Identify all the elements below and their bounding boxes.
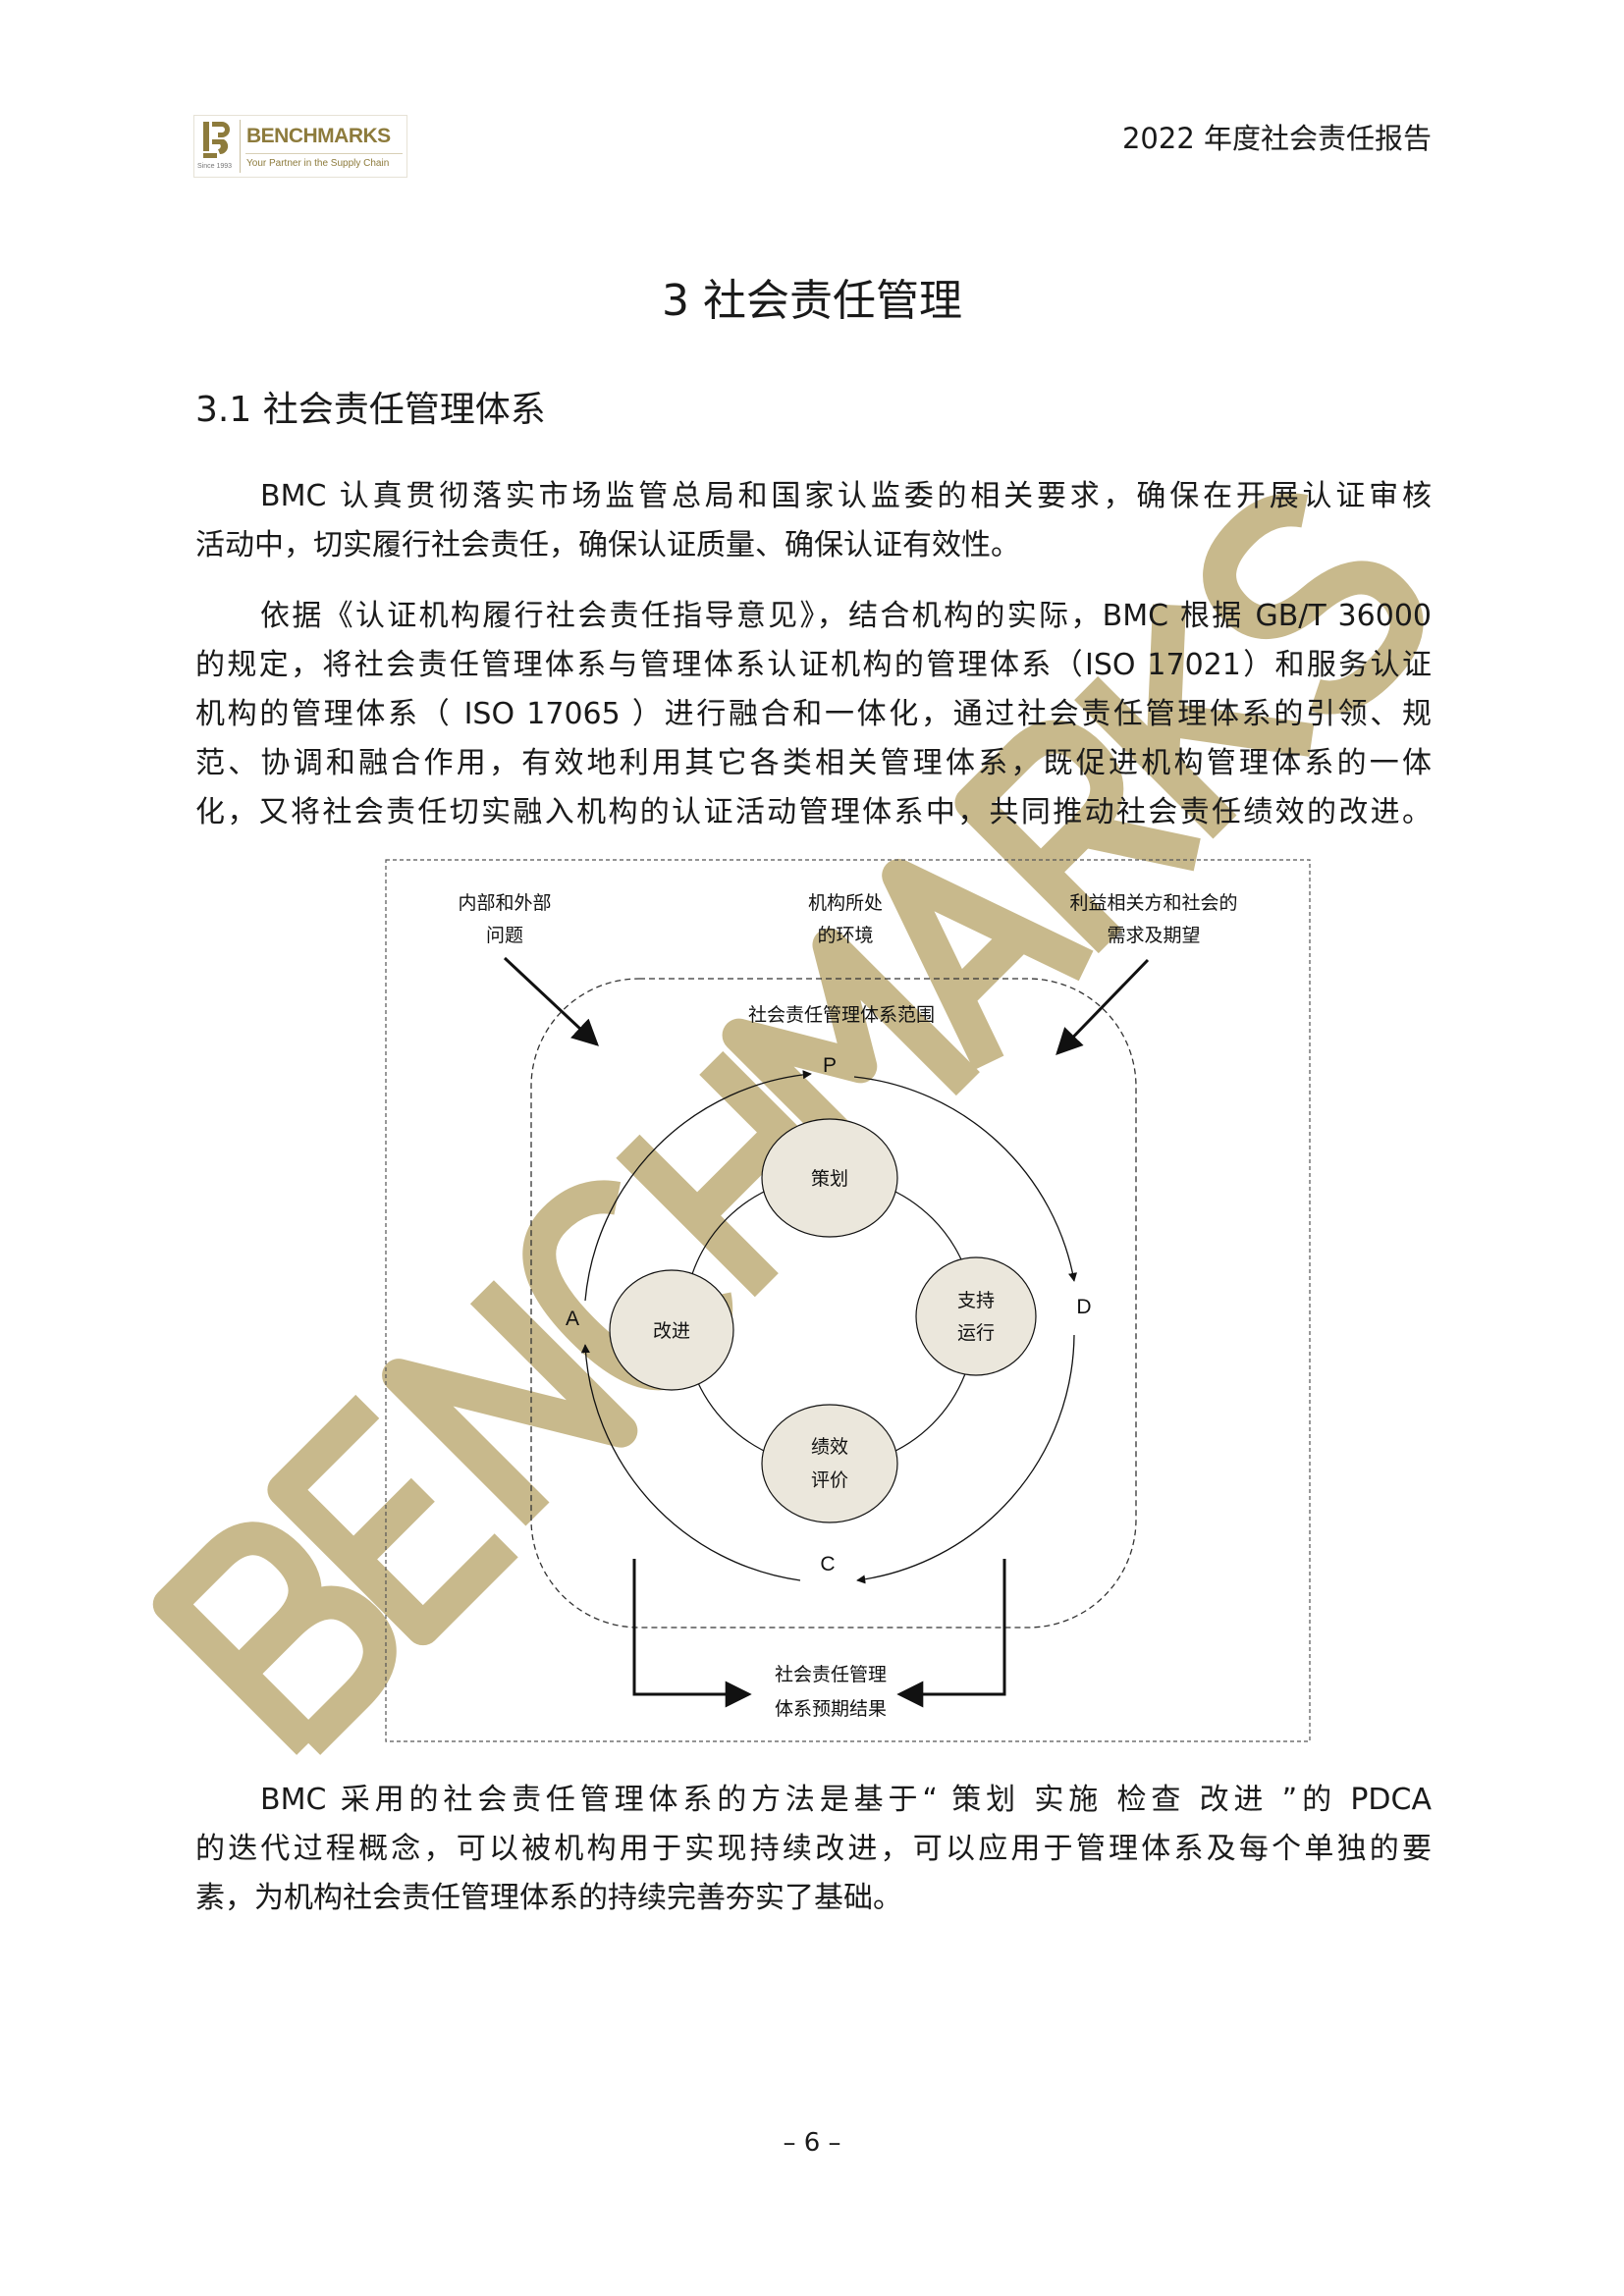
cycle-letter-c: C bbox=[820, 1553, 835, 1575]
node-improve-label: 改进 bbox=[653, 1320, 690, 1342]
scope-label: 社会责任管理体系范围 bbox=[748, 1004, 935, 1026]
cycle-letter-d: D bbox=[1076, 1296, 1091, 1318]
node-support-label-2: 运行 bbox=[957, 1322, 995, 1344]
input-context-line1: 机构所处 bbox=[808, 892, 883, 914]
logo-name: BENCHMARKS bbox=[246, 125, 391, 147]
node-performance-evaluation: 绩效 评价 bbox=[761, 1404, 898, 1523]
paragraph-line: 活动中，切实履行社会责任，确保认证质量、确保认证有效性。 bbox=[195, 528, 1020, 562]
logo-tagline: Your Partner in the Supply Chain bbox=[246, 158, 390, 169]
outcome-arrow-right bbox=[896, 1559, 1006, 1708]
input-context-line2: 的环境 bbox=[817, 925, 873, 946]
paragraph-line: BMC 采用的社会责任管理体系的方法是基于“ 策划 实施 检查 改进 ”的 PD… bbox=[260, 1783, 1432, 1817]
outcome-arrow-left bbox=[632, 1559, 752, 1708]
paragraph-line: 素，为机构社会责任管理体系的持续完善夯实了基础。 bbox=[195, 1881, 902, 1915]
company-logo: Since 1993 BENCHMARKS Your Partner in th… bbox=[193, 115, 407, 178]
report-title: 2022 年度社会责任报告 bbox=[1121, 122, 1432, 155]
node-evaluate-label-2: 评价 bbox=[811, 1469, 848, 1491]
cycle-letter-a: A bbox=[566, 1308, 579, 1330]
node-evaluate-label-1: 绩效 bbox=[811, 1436, 848, 1458]
input-arrow-right bbox=[1056, 958, 1150, 1055]
cycle-letter-p: P bbox=[823, 1054, 837, 1077]
input-stakeholders-line1: 利益相关方和社会的 bbox=[1069, 892, 1237, 914]
node-plan-label: 策划 bbox=[811, 1168, 848, 1190]
paragraph-line: 的迭代过程概念，可以被机构用于实现持续改进，可以应用于管理体系及每个单独的要 bbox=[195, 1832, 1432, 1866]
node-improvement: 改进 bbox=[609, 1269, 734, 1391]
arc-d-to-c bbox=[856, 1334, 1075, 1584]
input-issues-line2: 问题 bbox=[486, 925, 523, 946]
diagram-frame bbox=[385, 859, 1311, 1742]
outcome-line2: 体系预期结果 bbox=[775, 1698, 887, 1720]
input-stakeholders-line2: 需求及期望 bbox=[1107, 925, 1200, 946]
section-title: 3.1 社会责任管理体系 bbox=[195, 390, 546, 430]
outcome-line1: 社会责任管理 bbox=[775, 1664, 887, 1685]
input-arrow-left bbox=[503, 956, 599, 1046]
chapter-title: 3 社会责任管理 bbox=[662, 276, 962, 326]
node-plan: 策划 bbox=[761, 1118, 898, 1238]
logo-since: Since 1993 bbox=[197, 163, 233, 170]
node-support-operation: 支持 运行 bbox=[915, 1256, 1037, 1376]
node-support-label-1: 支持 bbox=[957, 1290, 995, 1311]
paragraph-3: BMC 采用的社会责任管理体系的方法是基于“ 策划 实施 检查 改进 ”的 PD… bbox=[195, 1776, 1432, 1923]
logo-divider bbox=[240, 120, 241, 173]
page-number: – 6 – bbox=[783, 2128, 841, 2158]
input-issues-line1: 内部和外部 bbox=[458, 892, 551, 914]
logo-b-icon bbox=[203, 122, 230, 158]
logo-rule bbox=[245, 153, 403, 154]
